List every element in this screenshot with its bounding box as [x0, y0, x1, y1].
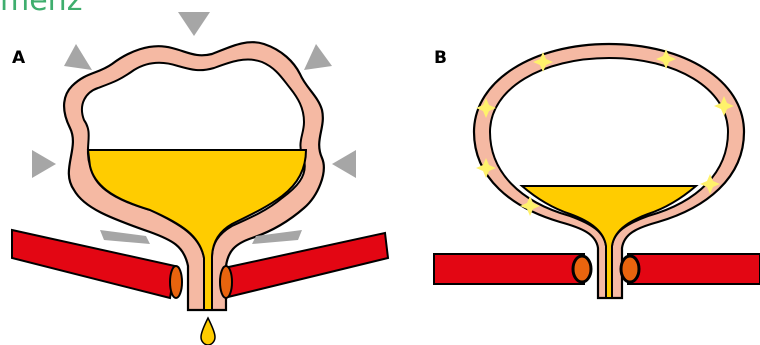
sphincter-right-a	[220, 266, 232, 298]
muscle-band-right	[224, 233, 388, 298]
sphincter-left-b	[573, 256, 591, 282]
muscle-band-left-b	[434, 254, 584, 284]
pressure-arrow-icon	[304, 44, 332, 70]
pressure-arrow-icon	[32, 150, 56, 178]
panel-b	[434, 44, 760, 298]
pressure-arrow-icon	[64, 44, 92, 70]
pressure-arrow-icon	[332, 150, 356, 178]
muscle-band-right-b	[628, 254, 760, 284]
panel-a	[12, 12, 388, 345]
pressure-arrow-icon	[178, 12, 210, 36]
sphincter-left-a	[170, 266, 182, 298]
sphincter-right-b	[621, 256, 639, 282]
muscle-band-left	[12, 230, 175, 298]
drip-icon	[201, 318, 215, 345]
pressure-arrow-icon	[100, 230, 150, 244]
